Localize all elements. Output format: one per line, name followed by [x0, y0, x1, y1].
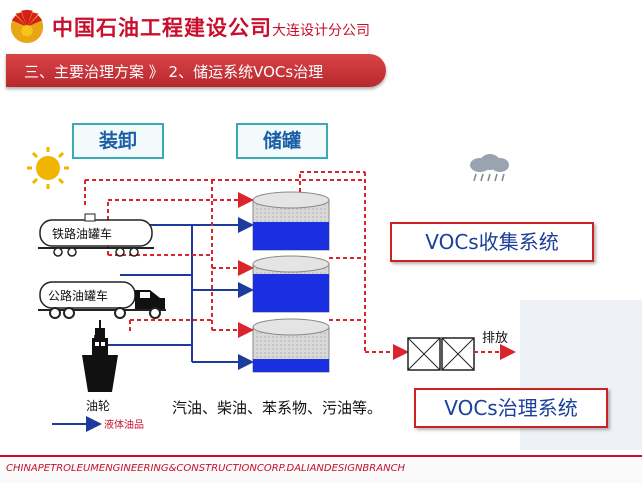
- storage-tank-1: [252, 191, 330, 251]
- storage-tank-3: [252, 318, 330, 373]
- legend-label: 液体油品: [104, 418, 144, 431]
- sun-icon: [27, 147, 69, 189]
- rain-cloud-icon: [470, 154, 509, 182]
- footer-text: CHINAPETROLEUMENGINEERING&CONSTRUCTIONCO…: [6, 463, 406, 474]
- loading-label: 装卸: [72, 123, 164, 159]
- company-name: 中国石油工程建设公司大连设计分公司: [52, 12, 370, 42]
- section-title-bar: 三、主要治理方案 》 2、储运系统VOCs治理: [6, 54, 386, 87]
- road-car-label: 公路油罐车: [48, 288, 108, 303]
- rail-car-label: 铁路油罐车: [52, 226, 112, 241]
- liquid-lines: [94, 217, 254, 370]
- vapor-lines: [84, 171, 409, 360]
- storage-tank-2: [252, 255, 330, 313]
- tanks-label: 储罐: [236, 123, 328, 159]
- ship-label: 油轮: [86, 399, 110, 413]
- oil-tanker-ship: [82, 320, 118, 392]
- voc-collection-system: VOCs收集系统: [390, 222, 594, 262]
- voc-treatment-system: VOCs治理系统: [414, 388, 608, 428]
- road-tank-truck: [38, 281, 166, 319]
- rail-tank-car: [38, 213, 154, 257]
- company-title: 中国石油工程建设公司: [52, 16, 272, 40]
- treatment-unit: [407, 337, 475, 371]
- petrochina-logo: [10, 9, 44, 44]
- legend: 液体油品: [52, 416, 144, 432]
- footer: CHINAPETROLEUMENGINEERING&CONSTRUCTIONCO…: [0, 455, 642, 483]
- discharge-label: 排放: [482, 331, 508, 346]
- branch-name: 大连设计分公司: [272, 23, 370, 39]
- cargo-list: 汽油、柴油、苯系物、污油等。: [172, 399, 383, 417]
- section-title: 三、主要治理方案 》 2、储运系统VOCs治理: [24, 63, 324, 81]
- header: 中国石油工程建设公司大连设计分公司: [0, 0, 642, 50]
